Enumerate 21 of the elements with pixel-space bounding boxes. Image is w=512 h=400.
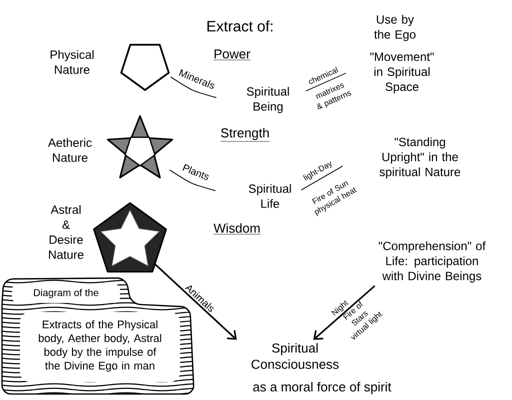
underlined-heading: Power <box>213 49 251 60</box>
quote-note: "Standing Upright" in the spiritual Nature <box>380 137 460 179</box>
side-label: Aetheric Nature <box>48 138 92 162</box>
star-in-pentagon <box>93 202 167 273</box>
quote-note: "Movement" in Spiritual Space <box>370 52 434 94</box>
side-label: Physical Nature <box>50 50 94 74</box>
text-note: "Comprehension" of Life: participation with Divine Beings <box>378 241 486 283</box>
text-label: Spiritual Being <box>246 86 289 114</box>
text-note: Spiritual Consciousness <box>252 343 339 369</box>
column-heading: Use by the Ego <box>374 14 416 42</box>
pentagon <box>120 44 170 91</box>
underlined-heading: Strength <box>220 128 270 142</box>
side-label: Astral & Desire Nature <box>48 205 84 259</box>
side-label: as a moral force of spirit <box>253 382 392 394</box>
column-heading: Extract of: <box>207 20 272 32</box>
hatched-star <box>106 115 174 178</box>
underlined-heading: Wisdom <box>213 223 261 234</box>
slanted-label: Plants <box>169 164 216 192</box>
text-label: Spiritual Life <box>248 184 291 208</box>
arrow <box>154 264 237 340</box>
arrow <box>313 285 376 340</box>
